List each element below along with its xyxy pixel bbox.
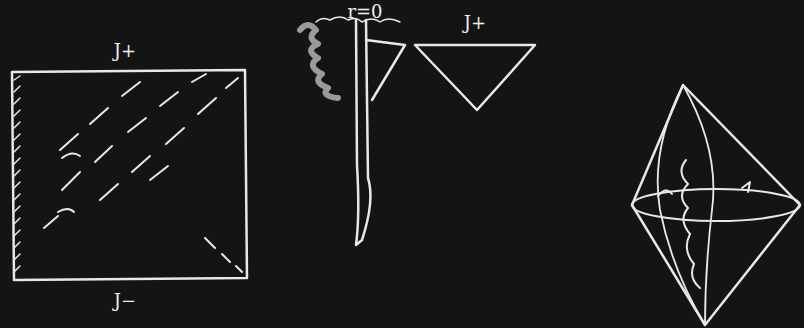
boundary-hatching	[14, 76, 20, 272]
scribble	[300, 25, 338, 98]
origin-line	[356, 20, 370, 245]
null-rays	[44, 74, 242, 272]
penrose-triangle	[415, 45, 535, 110]
chalk-label: J−	[114, 292, 136, 310]
meridian	[683, 85, 713, 325]
worldline	[681, 160, 700, 288]
penrose-diamond	[632, 85, 800, 325]
chalk-label: r=0	[347, 3, 382, 21]
chalk-label: J+	[464, 14, 486, 32]
penrose-square	[12, 70, 247, 280]
null-boundary	[366, 40, 405, 100]
chalk-label: J+	[114, 42, 136, 60]
arrow-marks	[658, 182, 750, 196]
meridian	[658, 85, 705, 325]
